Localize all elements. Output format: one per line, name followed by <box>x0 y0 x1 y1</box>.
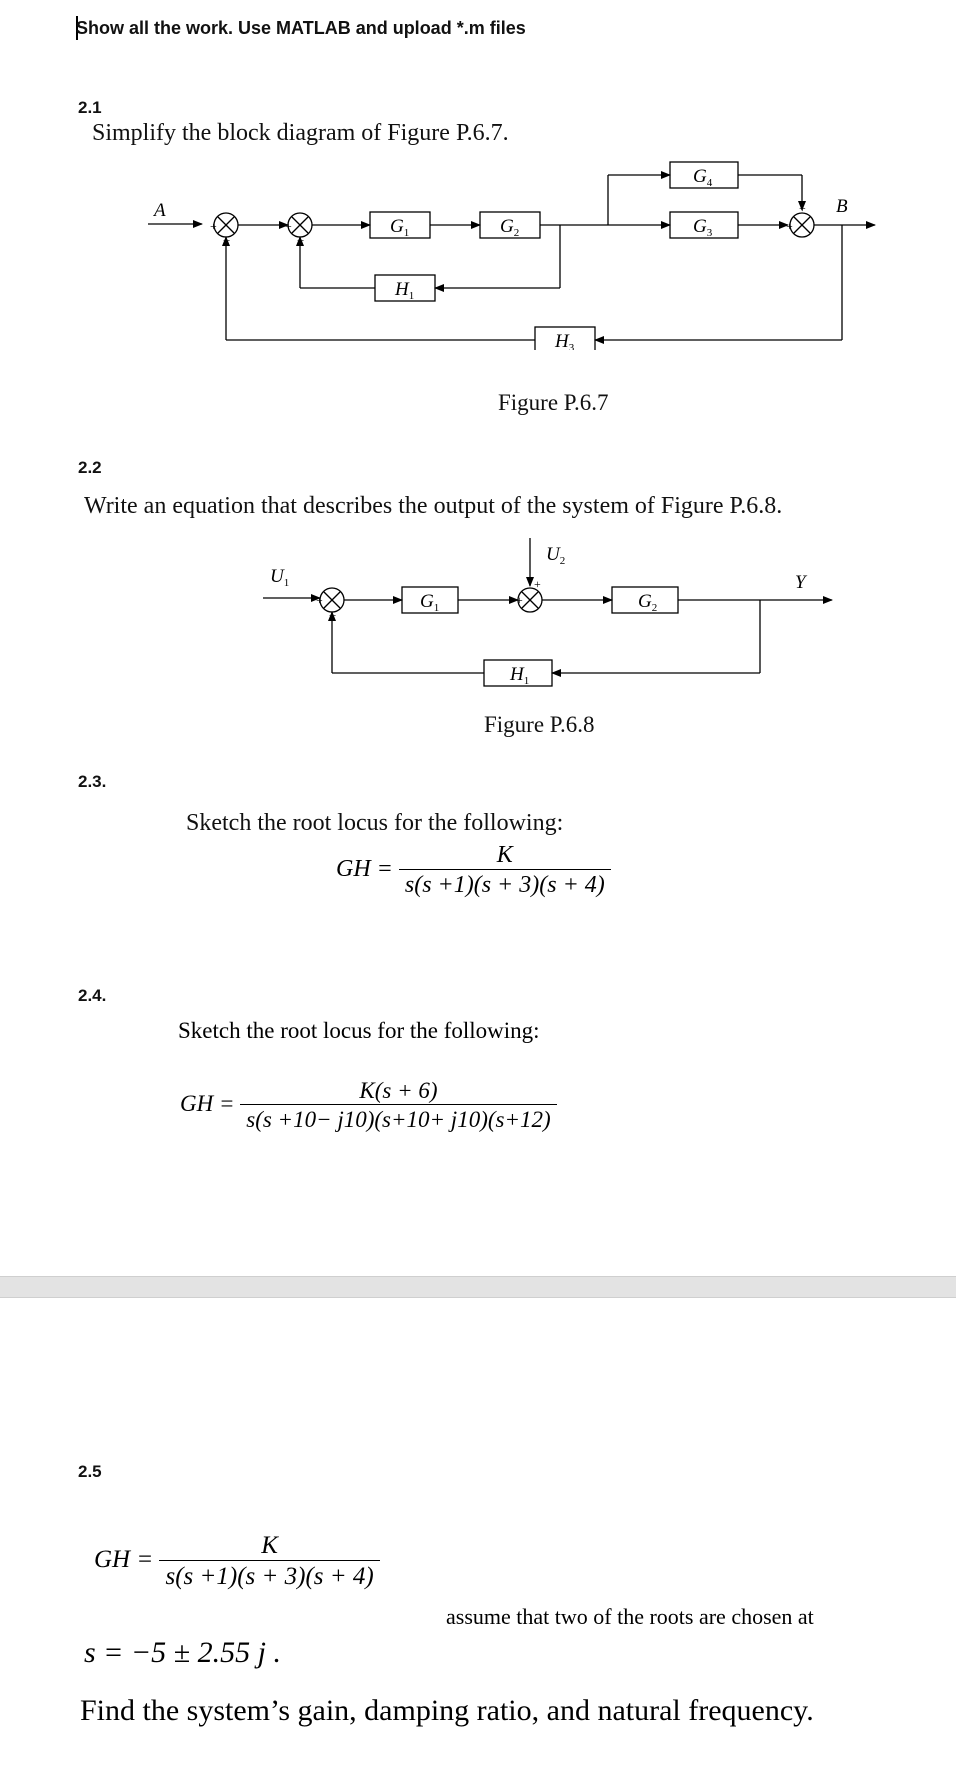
svg-text:H1: H1 <box>509 664 529 687</box>
equation-2-5: GH = K s(s +1)(s + 3)(s + 4) <box>94 1532 380 1591</box>
svg-text:G3: G3 <box>693 216 713 239</box>
svg-text:U2: U2 <box>546 544 565 567</box>
svg-text:G2: G2 <box>638 591 657 614</box>
label-g1: G <box>420 591 434 612</box>
svg-text:U1: U1 <box>270 566 289 589</box>
question-2-1-text: Simplify the block diagram of Figure P.6… <box>92 120 509 146</box>
svg-text:G1: G1 <box>420 591 439 614</box>
question-2-5-roots: s = −5 ± 2.55 j . <box>84 1636 281 1669</box>
question-2-5-number: 2.5 <box>78 1462 102 1481</box>
eq-2-5-denominator: s(s +1)(s + 3)(s + 4) <box>159 1560 380 1591</box>
sum3-plus-sign: + <box>786 219 793 233</box>
label-u1-sub: 1 <box>284 577 290 589</box>
question-2-4-number: 2.4. <box>78 986 107 1005</box>
question-2-5-assume-text: assume that two of the roots are chosen … <box>446 1604 814 1629</box>
label-g2-sub: 2 <box>514 227 520 239</box>
sum2-plus-sign: + <box>285 219 292 233</box>
label-g1-sub: 1 <box>404 227 410 239</box>
svg-text:G2: G2 <box>500 216 519 239</box>
label-u1: U <box>270 566 285 587</box>
eq-2-4-numerator: K(s + 6) <box>359 1078 438 1103</box>
question-2-3-text: Sketch the root locus for the following: <box>186 810 564 836</box>
input-label-a: A <box>152 200 166 221</box>
eq-2-4-denominator: s(s +10− j10)(s+10+ j10)(s+12) <box>240 1104 557 1133</box>
label-g2: G <box>500 216 514 237</box>
label-h1: H <box>509 664 525 685</box>
sum2-plus-sign-top: + <box>534 577 541 591</box>
question-2-4-text: Sketch the root locus for the following: <box>178 1018 540 1043</box>
label-g2: G <box>638 591 652 612</box>
question-2-1-number: 2.1 <box>78 98 102 117</box>
label-g4-sub: 4 <box>707 177 713 189</box>
question-2-3-number: 2.3. <box>78 772 107 791</box>
sum1-plus-sign: + <box>210 219 217 233</box>
label-h1-sub: 1 <box>524 675 530 687</box>
eq-2-3-lhs: GH = <box>336 856 393 883</box>
svg-text:H1: H1 <box>394 279 414 302</box>
text-cursor <box>76 16 78 40</box>
svg-text:G1: G1 <box>390 216 409 239</box>
label-h1-sub: 1 <box>409 290 415 302</box>
output-label-b: B <box>836 196 848 217</box>
equation-2-4: GH = K(s + 6) s(s +10− j10)(s+10+ j10)(s… <box>180 1078 557 1133</box>
eq-2-3-numerator: K <box>496 842 513 868</box>
label-h3-sub: 3 <box>569 342 575 350</box>
question-2-2-text: Write an equation that describes the out… <box>84 493 783 519</box>
label-g4: G <box>693 166 707 187</box>
eq-2-3-denominator: s(s +1)(s + 3)(s + 4) <box>398 869 611 899</box>
figure-p-6-7-caption: Figure P.6.7 <box>498 390 609 415</box>
figure-p-6-8-caption: Figure P.6.8 <box>484 712 595 737</box>
label-g3: G <box>693 216 707 237</box>
block-diagram-p-6-7: + − + − + + A B G1 G2 G4 G3 H1 H3 <box>148 161 876 350</box>
label-g1-sub: 1 <box>434 602 440 614</box>
label-g3-sub: 3 <box>707 227 713 239</box>
label-u2-sub: 2 <box>560 555 566 567</box>
sum2-plus-sign: + <box>516 593 523 607</box>
output-label-y: Y <box>795 572 808 593</box>
label-g2-sub: 2 <box>652 602 658 614</box>
question-2-2-number: 2.2 <box>78 458 102 477</box>
sum1-minus-sign: − <box>223 233 230 248</box>
label-h3: H <box>554 331 570 350</box>
label-h1: H <box>394 279 410 300</box>
eq-2-5-numerator: K <box>261 1532 278 1559</box>
instructions-header: Show all the work. Use MATLAB and upload… <box>76 18 526 38</box>
block-diagram-p-6-8: + − + + U1 U2 Y G1 G2 H1 <box>263 538 833 687</box>
eq-2-4-lhs: GH = <box>180 1090 235 1116</box>
question-2-5-find-text: Find the system’s gain, damping ratio, a… <box>80 1694 814 1727</box>
eq-2-5-lhs: GH = <box>94 1546 154 1574</box>
page-break-divider <box>0 1276 956 1298</box>
sum2-minus-sign: − <box>297 233 304 248</box>
label-g1: G <box>390 216 404 237</box>
sum1-plus-sign: + <box>316 593 323 607</box>
svg-text:H3: H3 <box>554 331 575 350</box>
label-u2: U <box>546 544 561 565</box>
sum1-minus-sign: − <box>329 608 336 623</box>
equation-2-3: GH = K s(s +1)(s + 3)(s + 4) <box>336 842 611 899</box>
sum3-plus-sign-top: + <box>799 201 806 215</box>
svg-text:G4: G4 <box>693 166 713 189</box>
